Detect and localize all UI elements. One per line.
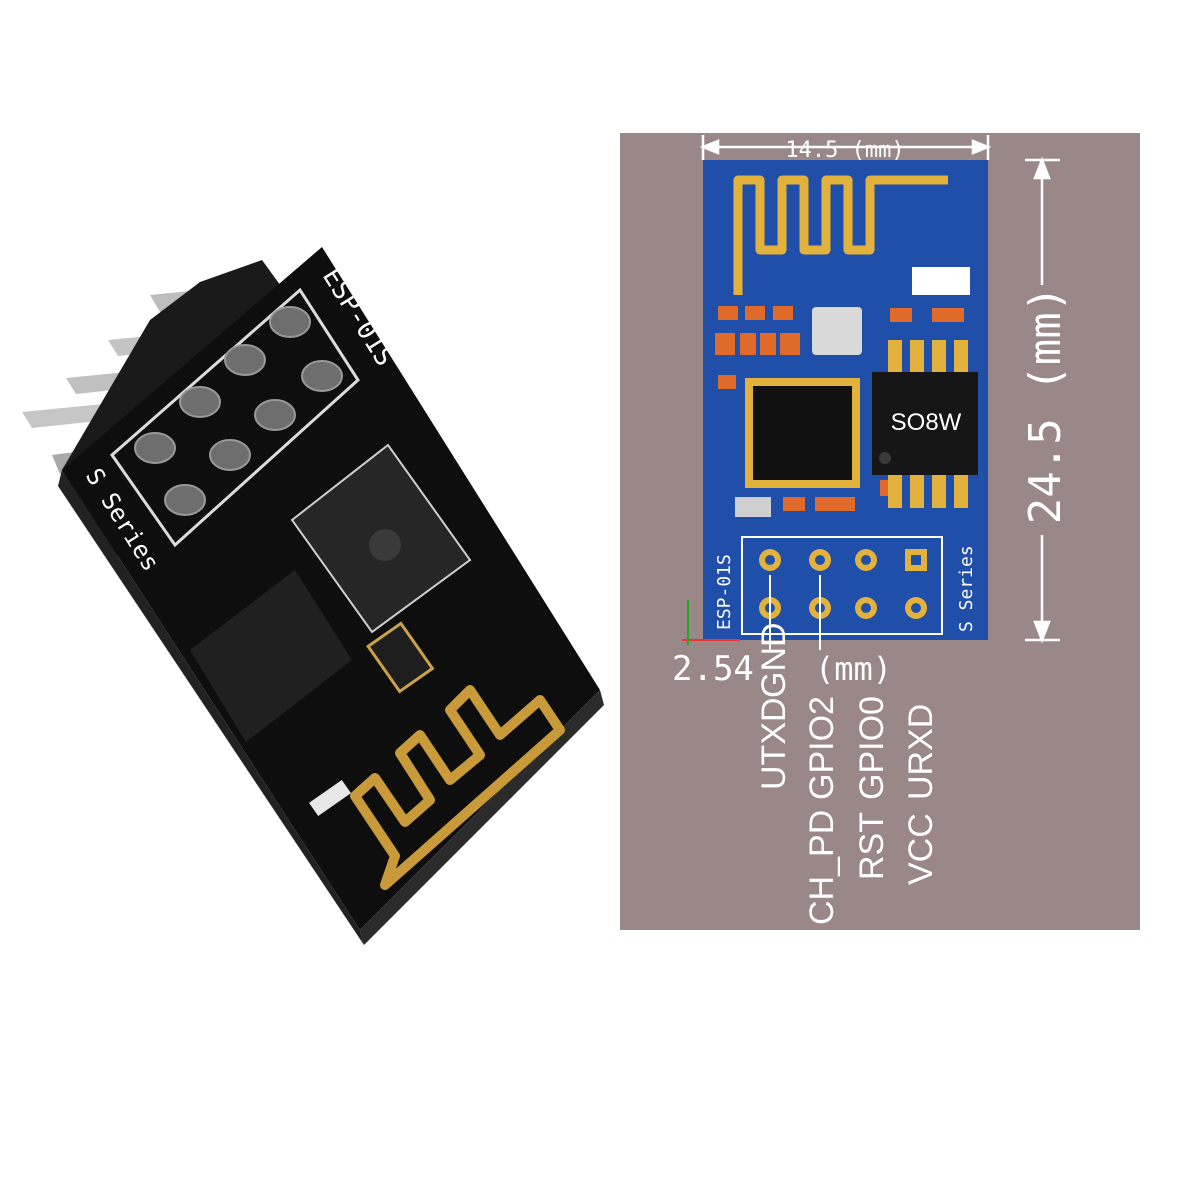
pcb-antenna <box>733 175 948 295</box>
pin-label-gnd: GND <box>755 622 793 698</box>
pin-label-ch-pd: CH_PD <box>803 810 841 925</box>
pcb-series-silk: S Series <box>956 545 977 632</box>
pin-label-rst: RST <box>853 812 891 880</box>
pin-label-gpio2: GPIO2 <box>803 696 841 800</box>
pcb-components <box>715 267 970 517</box>
pin-label-utxd: UTXD <box>755 697 793 790</box>
flash-chip-label: SO8W <box>891 409 962 436</box>
pin-label-vcc: VCC <box>902 813 940 885</box>
width-dimension <box>699 135 992 160</box>
header-outline <box>741 536 943 635</box>
pin-label-gpio0: GPIO0 <box>853 696 891 800</box>
height-label: 24.5 (mm) <box>1020 286 1071 524</box>
pin-label-urxd: URXD <box>902 704 940 800</box>
flash-chip <box>872 340 978 508</box>
esp-chip <box>745 378 860 488</box>
pitch-marker <box>682 575 821 650</box>
pitch-unit: (mm) <box>815 650 892 688</box>
pcb-module-silk: ESP-01S <box>714 554 735 630</box>
module-board <box>58 247 604 945</box>
pitch-label: 2.54 <box>672 649 754 689</box>
width-label: 14.5 (mm) <box>785 138 904 163</box>
